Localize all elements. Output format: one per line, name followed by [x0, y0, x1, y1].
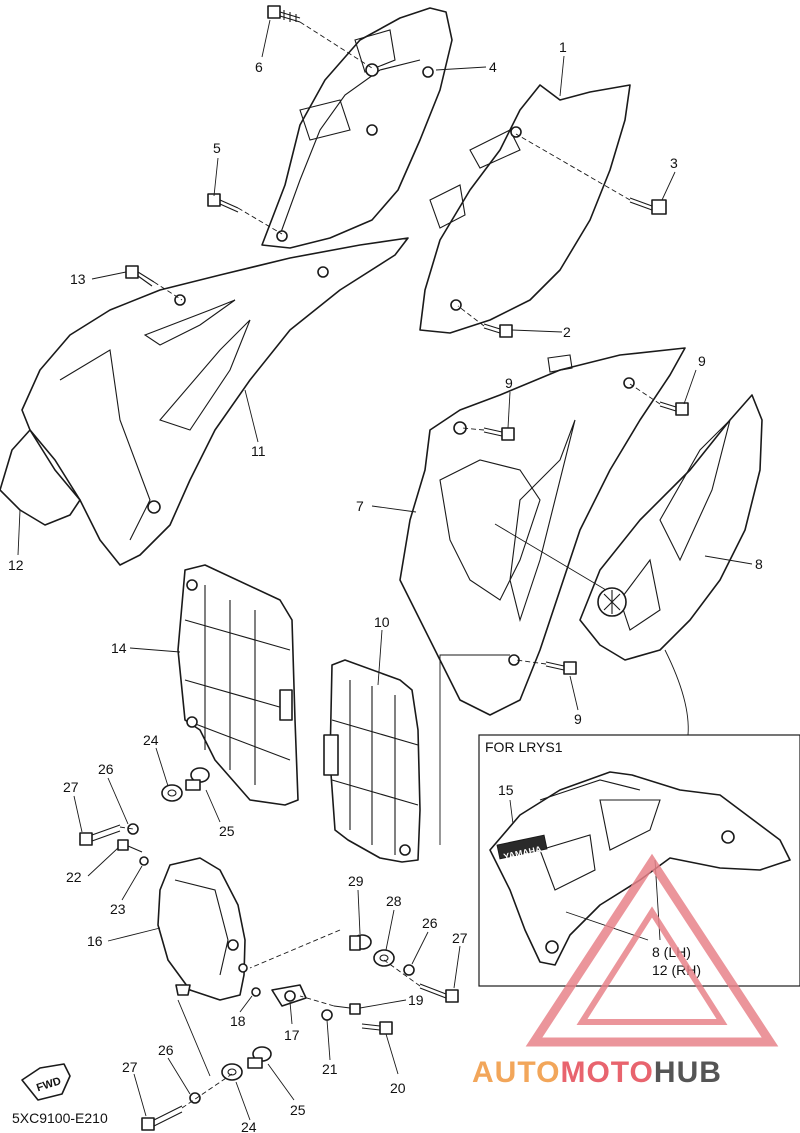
fwd-arrow: FWD	[21, 1063, 71, 1101]
callout-9-a: 9	[505, 375, 513, 391]
callout-13: 13	[70, 271, 86, 287]
washer-21	[321, 1009, 333, 1021]
inset-shroud: YAMAHA	[489, 771, 791, 966]
part-4-side-cover	[261, 7, 453, 249]
part-14-radiator-left	[177, 564, 299, 806]
callout-7: 7	[356, 498, 364, 514]
washer-26-a	[127, 823, 139, 835]
part-10-radiator-right	[323, 659, 421, 863]
assembly-lines	[119, 21, 661, 1109]
bolt-9-a	[483, 427, 515, 441]
callout-19: 19	[408, 992, 424, 1008]
watermark: AUTOMOTOHUB	[472, 853, 779, 1089]
bolt-9-b	[659, 401, 689, 416]
bolt-5	[207, 193, 239, 213]
callout-20: 20	[390, 1080, 406, 1096]
callout-23: 23	[110, 901, 126, 917]
collar-24-b	[221, 1063, 243, 1081]
inset-lrys1: FOR LRYS1 15 YAMAHA 8 (LH) 12 (RH)	[478, 734, 800, 987]
bolt-3	[629, 197, 667, 215]
callout-16: 16	[87, 933, 103, 949]
bolt-13	[125, 265, 155, 287]
collar-28	[373, 949, 395, 967]
svg-text:AUTOMOTOHUB: AUTOMOTOHUB	[472, 1056, 722, 1089]
callout-2: 2	[563, 324, 571, 340]
bolt-22	[117, 839, 143, 853]
callout-9-b: 9	[698, 353, 706, 369]
part-7-radiator-cover	[399, 347, 686, 716]
leader-lines	[17, 19, 753, 1121]
inset-title: FOR LRYS1	[485, 739, 563, 755]
bolt-27-c	[141, 1105, 183, 1131]
callout-25-a: 25	[219, 823, 235, 839]
callout-8: 8	[755, 556, 763, 572]
callout-9-c: 9	[574, 711, 582, 727]
fitting-17	[271, 984, 307, 1007]
washer-18	[251, 987, 261, 997]
callout-22: 22	[66, 869, 82, 885]
watermark-text-moto: MOTO	[560, 1056, 653, 1089]
washer-26-b	[403, 964, 415, 976]
callout-27-c: 27	[122, 1059, 138, 1075]
callout-11: 11	[251, 443, 266, 459]
part-11-left-shroud	[21, 237, 409, 566]
callout-24-a: 24	[143, 732, 159, 748]
callout-26-c: 26	[158, 1042, 174, 1058]
callout-10: 10	[374, 614, 390, 630]
callout-12: 12	[8, 557, 24, 573]
bolt-2	[483, 323, 513, 338]
bolt-6	[267, 5, 301, 23]
callout-21: 21	[322, 1061, 338, 1077]
callout-15: 15	[498, 782, 514, 798]
part-8-graphic-decal	[579, 394, 763, 661]
callout-26-b: 26	[422, 915, 438, 931]
collar-29	[349, 934, 372, 951]
callout-25-b: 25	[290, 1102, 306, 1118]
callout-1: 1	[559, 39, 567, 55]
callout-26-a: 26	[98, 761, 114, 777]
fasteners	[79, 5, 689, 1131]
callout-28: 28	[386, 893, 402, 909]
part-12-inner-guard	[0, 429, 81, 526]
callout-18: 18	[230, 1013, 246, 1029]
watermark-text-hub: HUB	[654, 1056, 722, 1089]
watermark-text-auto: AUTO	[472, 1056, 560, 1089]
part-1-side-panel	[419, 84, 631, 334]
part-16-reservoir	[157, 857, 248, 1001]
bolt-27-a	[79, 824, 121, 846]
bolt-9-c	[545, 661, 577, 675]
bolt-27-b	[419, 983, 459, 1003]
watermark-inner-triangle-icon	[576, 906, 728, 1025]
bolt-19	[333, 1003, 361, 1015]
callout-5: 5	[213, 140, 221, 156]
drawing-code: 5XC9100-E210	[12, 1110, 108, 1126]
inset-frame	[478, 734, 800, 987]
bolt-20	[361, 1021, 393, 1035]
washer-23	[139, 856, 149, 866]
callout-29: 29	[348, 873, 364, 889]
watermark-triangle-icon	[525, 853, 779, 1047]
collar-24-a	[161, 784, 183, 802]
collar-25-b	[247, 1046, 272, 1069]
callout-6: 6	[255, 59, 263, 75]
callouts: 1 2 3 4 5 6 7 8 9 9 9 10 11 12 13 14 16 …	[8, 39, 763, 1133]
callout-27-b: 27	[452, 930, 468, 946]
callout-4: 4	[489, 59, 497, 75]
callout-14: 14	[111, 640, 127, 656]
callout-24-b: 24	[241, 1119, 257, 1133]
callout-17: 17	[284, 1027, 300, 1043]
callout-3: 3	[670, 155, 678, 171]
collar-25-a	[185, 767, 210, 791]
callout-27-a: 27	[63, 779, 79, 795]
